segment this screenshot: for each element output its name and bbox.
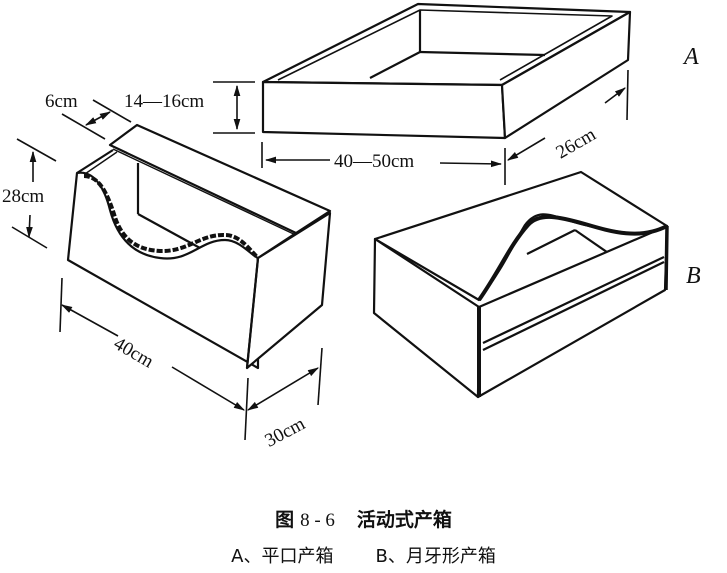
figure-number-prefix: 图 [275,509,295,531]
figure-number: 8 - 6 [300,510,335,531]
subcaption-b: B、月牙形产箱 [375,546,496,567]
left-box-lid-label: 6cm [45,91,78,112]
box-b-drawing [372,170,669,399]
box-a-length-label: 40—50cm [334,151,415,172]
left-box-drawing [66,123,332,370]
box-a-drawing [261,2,632,140]
subcaption-a: A、平口产箱 [231,546,334,567]
left-box-height-label: 28cm [2,186,45,207]
left-box-dimension-lines [11,99,323,441]
figure-title: 活动式产箱 [356,509,452,531]
box-a-letter: A [684,44,699,70]
box-b-letter: B [686,263,701,289]
box-a-height-label: 14—16cm [124,91,205,112]
figure-subcaptions: A、平口产箱 B、月牙形产箱 [0,542,727,568]
box-a-dimension-lines [213,69,629,185]
